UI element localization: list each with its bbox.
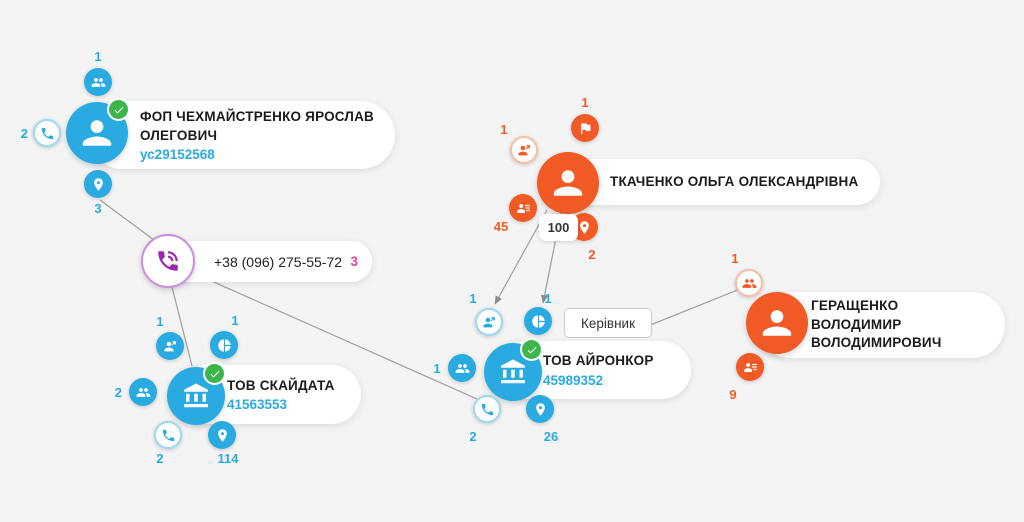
director-role-label: Керівник <box>564 308 652 338</box>
phone-talk-icon <box>155 248 181 274</box>
phone-count: 3 <box>350 254 358 269</box>
location-icon <box>533 402 548 417</box>
group-icon <box>91 75 106 90</box>
node-aironkor-count-pie: 1 <box>544 291 552 306</box>
node-tkachenko-count-location: 2 <box>588 247 596 262</box>
person-icon <box>760 306 794 340</box>
node-aironkor-count-group: 1 <box>433 361 441 376</box>
person-icon <box>80 116 114 150</box>
node-tkachenko-card[interactable]: ТКАЧЕНКО ОЛЬГА ОЛЕКСАНДРІВНА <box>556 159 880 205</box>
node-tkachenko-count-flag: 1 <box>581 95 589 110</box>
node-aironkor-badge-phone[interactable] <box>473 395 501 423</box>
group-icon <box>742 276 757 291</box>
node-tkachenko-count-person-arrow: 1 <box>500 122 508 137</box>
node-aironkor-title: ТОВ АЙРОНКОР <box>543 353 654 369</box>
person-icon <box>551 166 585 200</box>
node-fop-badge-location[interactable] <box>84 170 112 198</box>
person-arrow-icon <box>163 339 178 354</box>
node-skydata-count-group: 2 <box>114 385 122 400</box>
node-aironkor-badge-group[interactable] <box>448 354 476 382</box>
phone-icon <box>161 428 176 443</box>
location-icon <box>215 428 230 443</box>
person-arrow-icon <box>517 143 532 158</box>
bank-icon <box>498 357 528 387</box>
check-icon <box>209 368 221 380</box>
node-fop-badge-group[interactable] <box>84 68 112 96</box>
node-tkachenko-circle[interactable] <box>537 152 599 214</box>
node-skydata-badge-person-arrow[interactable] <box>156 332 184 360</box>
node-skydata-badge-location[interactable] <box>208 421 236 449</box>
contacts-icon <box>516 201 531 216</box>
node-aironkor-count-location: 26 <box>543 429 559 444</box>
pie-chart-icon <box>217 338 232 353</box>
node-fop-count-group: 1 <box>94 49 102 64</box>
node-gerashchenko-title: ГЕРАЩЕНКО ВОЛОДИМИР ВОЛОДИМИРОВИЧ <box>811 297 942 351</box>
flag-icon <box>578 121 593 136</box>
phone-icon <box>480 402 495 417</box>
edge-phone-skydata <box>171 286 193 367</box>
node-fop-title: ФОП ЧЕХМАЙСТРЕНКО ЯРОСЛАВ ОЛЕГОВИЧ <box>140 108 374 143</box>
node-aironkor-badge-person-arrow[interactable] <box>475 308 503 336</box>
ownership-share-label: 100 <box>539 214 578 241</box>
node-skydata-count-phone: 2 <box>156 451 164 466</box>
node-gerashchenko-circle[interactable] <box>746 292 808 354</box>
node-fop-code: ус29152568 <box>140 147 215 163</box>
node-aironkor-count-phone: 2 <box>469 429 477 444</box>
node-skydata-badge-phone[interactable] <box>154 421 182 449</box>
node-aironkor-count-person-arrow: 1 <box>469 291 477 306</box>
edge-tkachenko-aironkor-1 <box>494 209 548 305</box>
node-gerashchenko-badge-group[interactable] <box>735 269 763 297</box>
node-tkachenko-title: ТКАЧЕНКО ОЛЬГА ОЛЕКСАНДРІВНА <box>610 173 859 189</box>
group-icon <box>136 385 151 400</box>
check-icon <box>526 344 538 356</box>
check-icon <box>113 104 125 116</box>
node-gerashchenko-badge-contacts[interactable] <box>736 353 764 381</box>
contacts-icon <box>743 360 758 375</box>
person-arrow-icon <box>482 315 497 330</box>
node-aironkor-verified-badge <box>522 340 541 359</box>
phone-number: +38 (096) 275-55-72 <box>214 253 343 270</box>
node-tkachenko-badge-contacts[interactable] <box>509 194 537 222</box>
node-phone-card[interactable]: +38 (096) 275-55-72 3 <box>158 241 372 282</box>
node-tkachenko-badge-person-arrow[interactable] <box>510 136 538 164</box>
node-fop-count-phone: 2 <box>20 126 28 141</box>
node-skydata-count-person-arrow: 1 <box>156 314 164 329</box>
phone-icon <box>40 126 55 141</box>
node-tkachenko-badge-flag[interactable] <box>571 114 599 142</box>
node-fop-badge-phone[interactable] <box>33 119 61 147</box>
node-skydata-count-pie: 1 <box>231 313 239 328</box>
node-gerashchenko-card[interactable]: ГЕРАЩЕНКО ВОЛОДИМИР ВОЛОДИМИРОВИЧ <box>757 292 1005 358</box>
node-fop-count-location: 3 <box>94 201 102 216</box>
node-gerashchenko-count-contacts: 9 <box>729 387 737 402</box>
pie-chart-icon <box>531 314 546 329</box>
node-aironkor-badge-location[interactable] <box>526 395 554 423</box>
node-skydata-badge-group[interactable] <box>129 378 157 406</box>
node-skydata-badge-pie[interactable] <box>210 331 238 359</box>
node-fop-card[interactable]: ФОП ЧЕХМАЙСТРЕНКО ЯРОСЛАВ ОЛЕГОВИЧ ус291… <box>88 101 395 169</box>
node-skydata-code: 41563553 <box>227 397 288 413</box>
node-fop-verified-badge <box>109 100 128 119</box>
node-skydata-title: ТОВ СКАЙДАТА <box>227 377 335 393</box>
location-icon <box>577 220 592 235</box>
node-skydata-verified-badge <box>205 364 224 383</box>
edge-fop-phone <box>99 199 159 244</box>
group-icon <box>455 361 470 376</box>
bank-icon <box>181 381 211 411</box>
node-tkachenko-count-contacts: 45 <box>493 219 509 234</box>
edge-phone-aironkor <box>188 270 478 400</box>
location-icon <box>91 177 106 192</box>
node-aironkor-code: 45989352 <box>543 372 604 388</box>
node-skydata-count-location: 114 <box>217 451 239 466</box>
node-aironkor-badge-pie[interactable] <box>524 307 552 335</box>
node-phone-circle[interactable] <box>141 234 195 288</box>
node-gerashchenko-count-group: 1 <box>731 251 739 266</box>
